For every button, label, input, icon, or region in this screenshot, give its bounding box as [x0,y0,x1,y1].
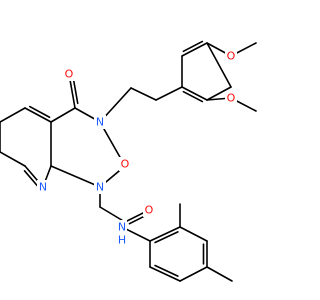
molecule-structure: O O N O O N N O N H [0,40,257,282]
bond-a1-a2 [149,226,181,242]
bond-r1-r2-double [182,40,204,53]
methoxy-oxygen-top: O [227,50,236,63]
bond-a5-a6 [149,266,181,282]
imide-nitrogen: N [96,116,104,129]
bond-a4-a5 [179,266,208,282]
bond-a2-a3 [179,226,208,242]
bond-r3-r4-double [182,90,204,103]
bond-C5-C6 [0,107,26,123]
bond-r3-eth1 [155,86,183,101]
amide-oxygen: O [145,204,154,217]
bond-r1-r2 [181,42,208,57]
bond-C4a-C5 [24,107,52,123]
bond-r4-r5 [206,86,232,101]
carbonyl-oxygen-right: O [121,158,130,171]
bond-CH2-Cam [99,206,126,223]
bond-C4-O4-double [72,76,79,105]
carbonyl-oxygen-top: O [65,68,74,81]
bond-C8-N8-double [23,169,39,188]
amide-hydrogen: H [118,234,126,247]
amide-nitrogen: N [118,221,126,234]
bond-r5-r1 [206,42,232,88]
atom-labels: O O N O O N N O N H [37,49,237,247]
bond-r3-r4 [181,86,208,101]
bond-a5-a6-double [154,264,179,277]
amide-ring-nitrogen: N [96,181,104,194]
bond-a1-a2-double [154,231,179,244]
pyridine-nitrogen: N [39,181,47,194]
bond-C4-C4a [50,107,76,123]
bond-C8a-N1 [50,165,101,188]
bond-eth1-eth2 [130,87,157,101]
bond-C4a-C5-double [28,105,51,119]
methoxy-oxygen-bottom: O [227,92,236,105]
bond-C7-C8 [0,151,26,167]
bond-a4-mB [206,266,233,282]
